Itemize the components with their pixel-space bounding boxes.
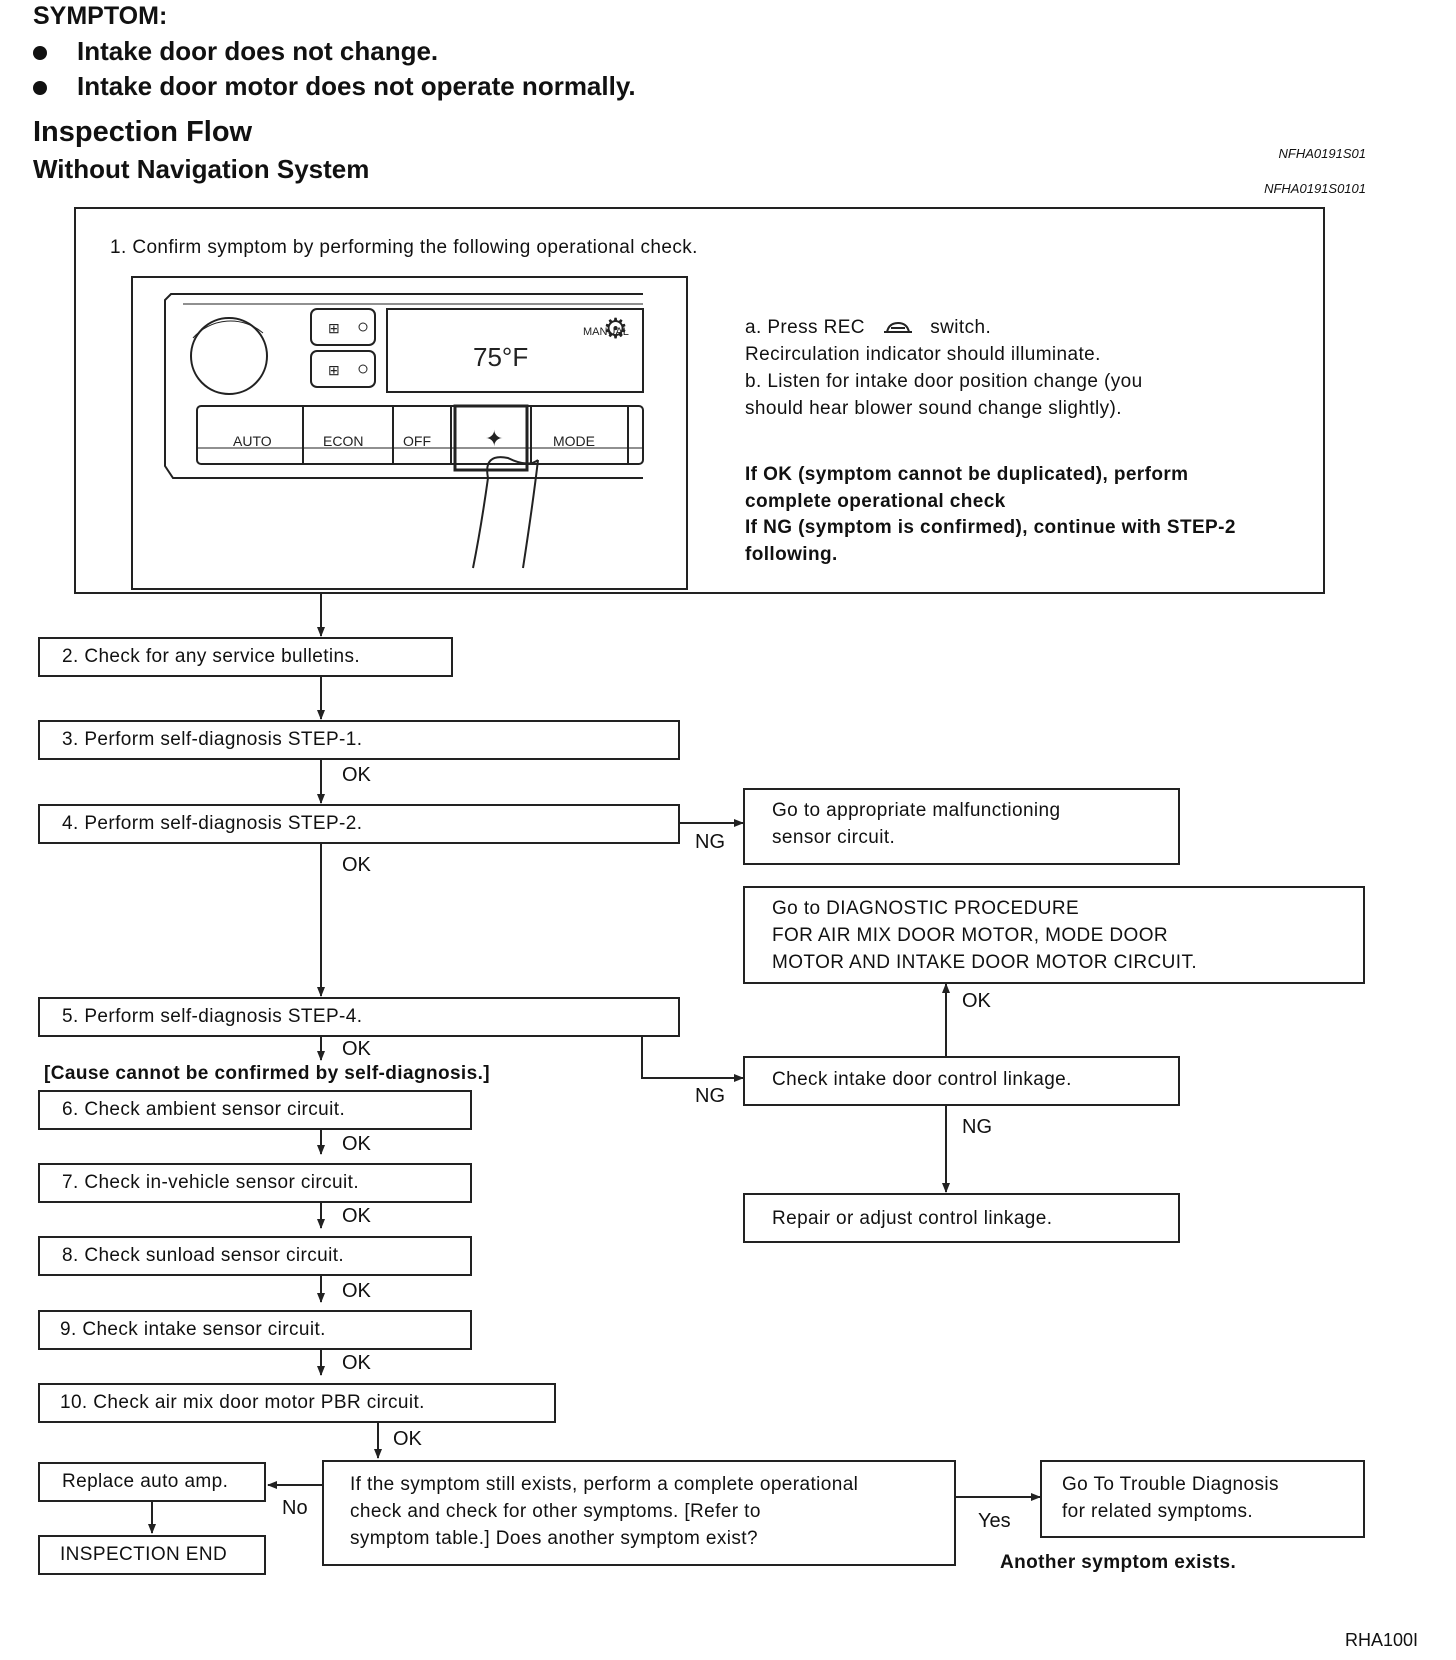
trouble-diagnosis-box <box>1040 1460 1365 1538</box>
ok-label: OK <box>342 1280 371 1302</box>
control-panel-illustration: ⊞ ⊞ ⚙ ✦ 75°F MANUAL AUTO ECON OFF MODE <box>164 293 644 569</box>
instr-ng1: If NG (symptom is confirmed), continue w… <box>745 517 1236 538</box>
flow-title: Inspection Flow <box>33 116 253 148</box>
panel-btn-mode: MODE <box>553 433 595 449</box>
repair-linkage-box <box>743 1193 1180 1243</box>
ok-label: OK <box>342 1205 371 1227</box>
step5-text: 5. Perform self-diagnosis STEP-4. <box>62 1006 363 1027</box>
symptom-bullet-2: Intake door motor does not operate norma… <box>33 71 636 102</box>
step1-title: 1. Confirm symptom by performing the fol… <box>110 237 698 258</box>
inspection-end-box <box>38 1535 266 1575</box>
panel-manual: MANUAL <box>583 326 629 338</box>
step6-text: 6. Check ambient sensor circuit. <box>62 1099 346 1120</box>
svg-text:✦: ✦ <box>485 426 503 451</box>
final-question-text-1: If the symptom still exists, perform a c… <box>350 1474 859 1495</box>
step4-text: 4. Perform self-diagnosis STEP-2. <box>62 813 363 834</box>
step7-box <box>38 1163 472 1203</box>
bullet-icon <box>33 46 47 61</box>
diagnostic-procedure-box <box>743 886 1365 984</box>
step2-box <box>38 637 453 677</box>
another-symptom-note: Another symptom exists. <box>1000 1552 1237 1573</box>
linkage-check-box <box>743 1056 1180 1106</box>
control-panel-figure: ⊞ ⊞ ⚙ ✦ 75°F MANUAL AUTO ECON OFF MODE <box>131 276 688 590</box>
symptom-item: Intake door does not change. <box>77 36 439 66</box>
ok-label: OK <box>393 1428 422 1450</box>
ng-label: NG <box>695 1085 725 1107</box>
final-question-box <box>322 1460 956 1566</box>
sensor-circuit-box <box>743 788 1180 865</box>
ok-label: OK <box>342 1038 371 1060</box>
step2-text: 2. Check for any service bulletins. <box>62 646 361 667</box>
trouble-diagnosis-text-2: for related symptoms. <box>1062 1501 1254 1522</box>
sensor-circuit-text-1: Go to appropriate malfunctioning <box>772 800 1061 821</box>
step9-box <box>38 1310 472 1350</box>
yes-label: Yes <box>978 1510 1011 1532</box>
svg-text:⊞: ⊞ <box>328 362 340 378</box>
step8-box <box>38 1236 472 1276</box>
instr-b1: b. Listen for intake door position chang… <box>745 371 1143 392</box>
symptom-item: Intake door motor does not operate norma… <box>77 71 636 101</box>
ok-label: OK <box>342 854 371 876</box>
symptom-bullet-1: Intake door does not change. <box>33 36 438 67</box>
instr-ok1: If OK (symptom cannot be duplicated), pe… <box>745 464 1189 485</box>
sensor-circuit-text-2: sensor circuit. <box>772 827 896 848</box>
panel-btn-econ: ECON <box>323 433 363 449</box>
diagnostic-text-2: FOR AIR MIX DOOR MOTOR, MODE DOOR <box>772 925 1169 946</box>
final-question-text-2: check and check for other symptoms. [Ref… <box>350 1501 761 1522</box>
instr-a-pre: a. Press REC <box>745 317 865 338</box>
panel-btn-auto: AUTO <box>233 433 272 449</box>
figure-id: RHA100I <box>1345 1630 1419 1650</box>
instr-a: a. Press REC switch. <box>745 314 991 341</box>
inspection-end-text: INSPECTION END <box>60 1544 228 1565</box>
ok-label: OK <box>962 990 991 1012</box>
instr-b2: should hear blower sound change slightly… <box>745 398 1122 419</box>
repair-linkage-text: Repair or adjust control linkage. <box>772 1208 1053 1229</box>
replace-auto-amp-box <box>38 1462 266 1502</box>
diagnostic-text-3: MOTOR AND INTAKE DOOR MOTOR CIRCUIT. <box>772 952 1198 973</box>
ok-label: OK <box>342 1133 371 1155</box>
replace-auto-amp-text: Replace auto amp. <box>62 1471 229 1492</box>
step7-text: 7. Check in-vehicle sensor circuit. <box>62 1172 359 1193</box>
panel-btn-off: OFF <box>403 433 431 449</box>
linkage-check-text: Check intake door control linkage. <box>772 1069 1072 1090</box>
step9-text: 9. Check intake sensor circuit. <box>60 1319 326 1340</box>
instr-ng2: following. <box>745 544 838 565</box>
svg-text:⚙: ⚙ <box>603 313 628 344</box>
ref-code-1: NFHA0191S01 <box>1278 146 1366 161</box>
ng-label: NG <box>962 1116 992 1138</box>
step8-text: 8. Check sunload sensor circuit. <box>62 1245 345 1266</box>
step6-box <box>38 1090 472 1130</box>
symptom-title: SYMPTOM: <box>33 2 168 30</box>
instr-a2: Recirculation indicator should illuminat… <box>745 344 1101 365</box>
step4-box <box>38 804 680 844</box>
no-label: No <box>282 1497 308 1519</box>
instr-ok2: complete operational check <box>745 491 1006 512</box>
instr-a-post: switch. <box>930 317 992 338</box>
ng-label: NG <box>695 831 725 853</box>
step3-text: 3. Perform self-diagnosis STEP-1. <box>62 729 363 750</box>
step10-text: 10. Check air mix door motor PBR circuit… <box>60 1392 425 1413</box>
rec-icon <box>883 321 912 333</box>
sub-title: Without Navigation System <box>33 154 370 184</box>
ref-code-2: NFHA0191S0101 <box>1264 181 1366 196</box>
panel-temp: 75°F <box>473 342 528 372</box>
ok-label: OK <box>342 764 371 786</box>
cause-note: [Cause cannot be confirmed by self-diagn… <box>44 1063 490 1084</box>
step10-box <box>38 1383 556 1423</box>
step3-box <box>38 720 680 760</box>
final-question-text-3: symptom table.] Does another symptom exi… <box>350 1528 758 1549</box>
ok-label: OK <box>342 1352 371 1374</box>
step5-box <box>38 997 680 1037</box>
trouble-diagnosis-text-1: Go To Trouble Diagnosis <box>1062 1474 1279 1495</box>
diagnostic-text-1: Go to DIAGNOSTIC PROCEDURE <box>772 898 1080 919</box>
svg-text:⊞: ⊞ <box>328 320 340 336</box>
bullet-icon <box>33 81 47 96</box>
